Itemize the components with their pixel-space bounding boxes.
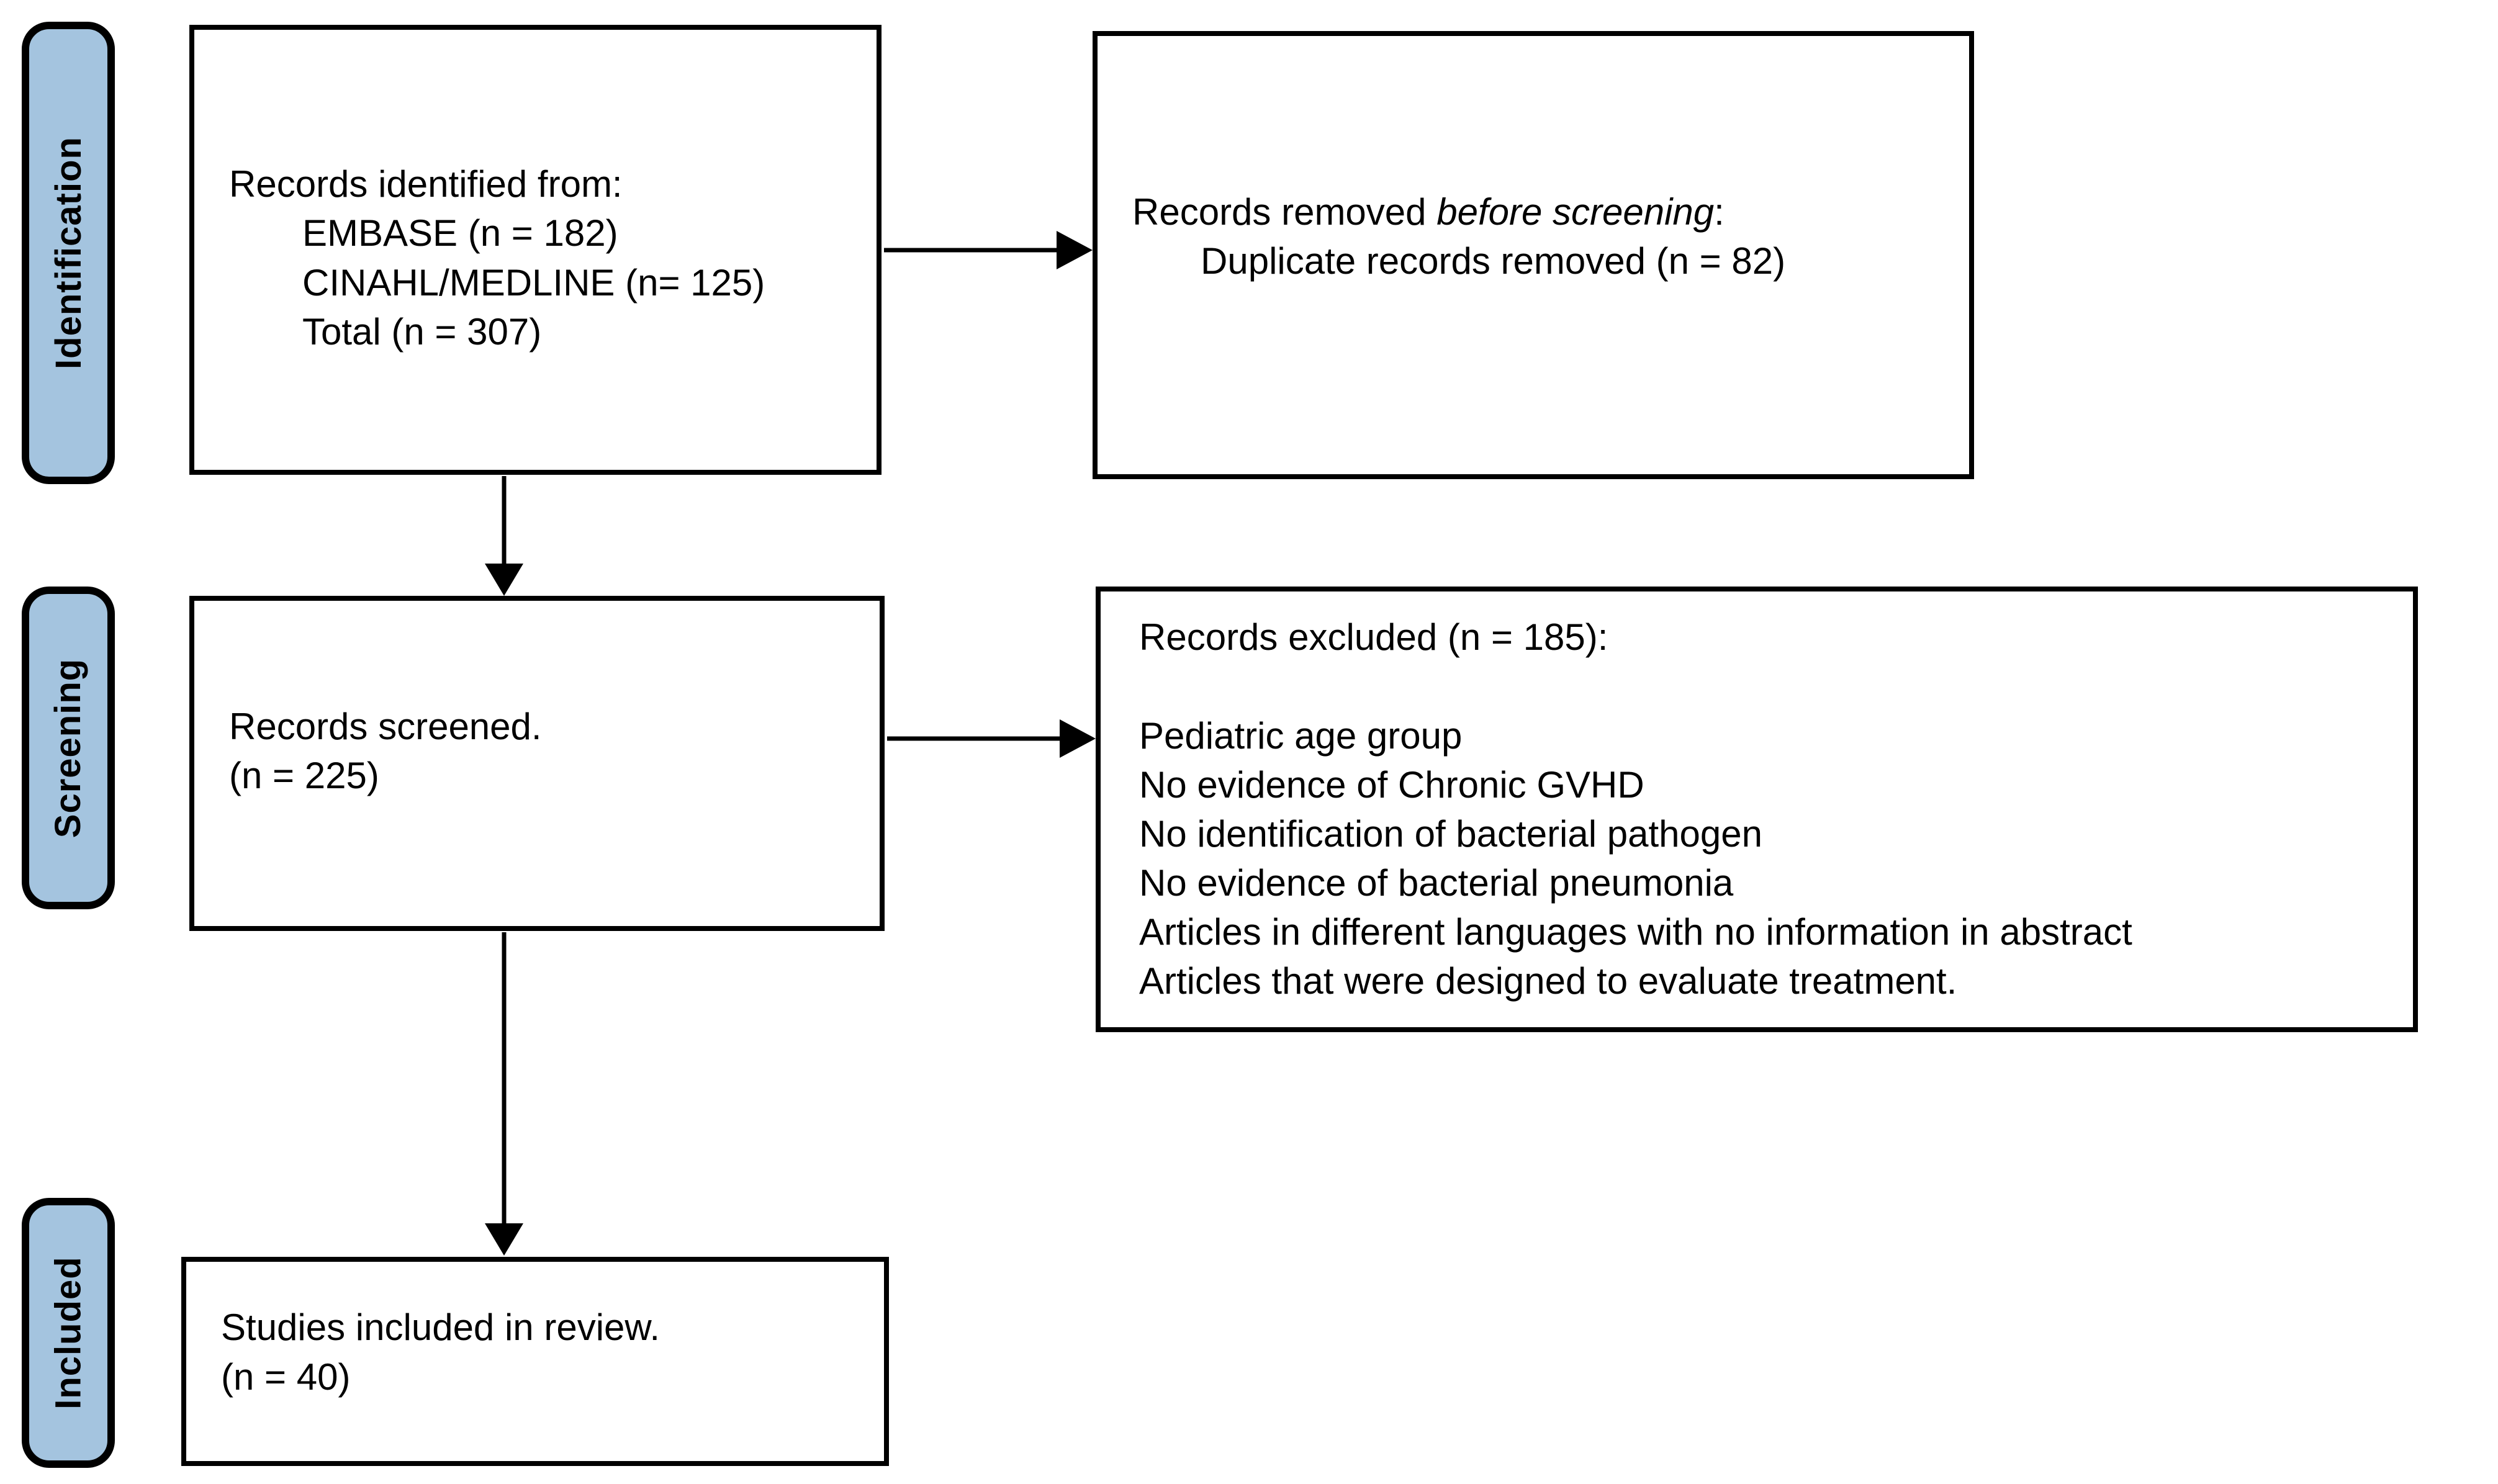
exclusion-reason: Articles in different languages with no … <box>1139 911 2132 953</box>
records-removed-italic: before screening <box>1436 191 1715 233</box>
arrow-identified-to-removed-head <box>1057 231 1093 269</box>
box-records-removed: Records removed before screening: Duplic… <box>1093 31 1974 479</box>
records-identified-line1: Records identified from: <box>229 163 623 205</box>
stage-label-identification-text: Identification <box>48 137 89 369</box>
records-removed-duplicates: Duplicate records removed (n = 82) <box>1201 240 1786 282</box>
studies-included-count: (n = 40) <box>221 1356 351 1398</box>
records-identified-item-total: Total (n = 307) <box>302 310 542 353</box>
arrow-identified-to-screened-head <box>485 564 523 596</box>
exclusion-reason: No evidence of Chronic GVHD <box>1139 763 1644 806</box>
records-screened-line1: Records screened. <box>229 705 542 747</box>
box-records-screened: Records screened. (n = 225) <box>189 596 885 931</box>
exclusion-reason: Articles that were designed to evaluate … <box>1139 960 1957 1002</box>
studies-included-line1: Studies included in review. <box>221 1306 661 1349</box>
records-screened-count: (n = 225) <box>229 755 379 796</box>
stage-label-included-text: Included <box>48 1256 89 1410</box>
records-removed-line1: Records removed before screening: <box>1132 187 1954 236</box>
exclusion-reason: No identification of bacterial pathogen <box>1139 812 1763 855</box>
stage-label-screening-text: Screening <box>48 658 89 838</box>
arrow-screened-to-included-head <box>485 1223 523 1256</box>
stage-label-identification: Identification <box>22 22 115 484</box>
records-removed-suffix: : <box>1714 191 1725 233</box>
box-records-identified: Records identified from: EMBASE (n = 182… <box>189 25 882 475</box>
stage-label-included: Included <box>22 1198 115 1468</box>
records-removed-prefix: Records removed <box>1132 191 1437 233</box>
records-identified-item-cinahl: CINAHL/MEDLINE (n= 125) <box>302 261 765 304</box>
stage-label-screening: Screening <box>22 587 115 909</box>
records-excluded-heading: Records excluded (n = 185): <box>1139 616 1608 659</box>
box-records-excluded: Records excluded (n = 185): Pediatric ag… <box>1096 587 2418 1032</box>
records-identified-item-embase: EMBASE (n = 182) <box>302 212 618 254</box>
exclusion-reason: No evidence of bacterial pneumonia <box>1139 862 1734 904</box>
exclusion-reason: Pediatric age group <box>1139 714 1463 757</box>
box-studies-included: Studies included in review. (n = 40) <box>181 1257 889 1466</box>
arrow-screened-to-excluded-head <box>1060 719 1096 758</box>
records-excluded-spacer <box>1139 662 2398 711</box>
